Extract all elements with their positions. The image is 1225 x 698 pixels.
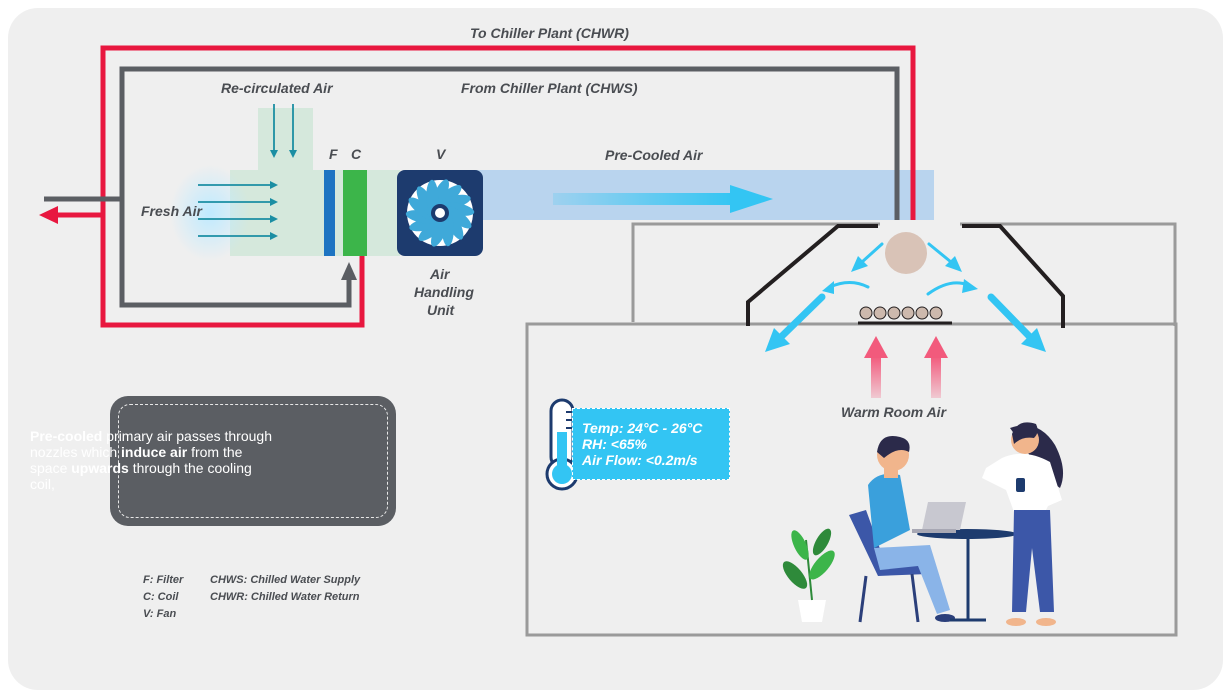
beam-nozzle <box>885 232 927 274</box>
standing-person-illustration <box>982 422 1064 626</box>
cool-air-arrows <box>765 242 1046 352</box>
ahu-label-line2: Handling <box>414 284 474 300</box>
to-chiller-plant-label: To Chiller Plant (CHWR) <box>470 25 629 41</box>
desk-illustration <box>912 502 1017 622</box>
callout-bold-induce: induce air <box>121 444 188 460</box>
fan-blade <box>426 179 439 214</box>
callout-bold-upwards: upwards <box>71 460 129 476</box>
ceiling-void-outline <box>631 222 1177 326</box>
from-chiller-plant-label: From Chiller Plant (CHWS) <box>461 80 638 96</box>
callout-bold-precooled: Pre-cooled <box>30 428 103 444</box>
readout-temp: Temp: 24°C - 26°C <box>582 420 703 436</box>
ahu-label-line1: Air <box>430 266 450 282</box>
fresh-air-glow <box>170 165 250 261</box>
supply-arrow-up <box>341 262 357 280</box>
room-conditions-readout <box>572 408 730 480</box>
return-pipe-chwr <box>100 45 916 328</box>
beam-coil <box>859 306 943 320</box>
callout-text-part2: primary air passes through nozzles which <box>30 428 272 460</box>
legend-coil: C: Coil <box>143 591 179 603</box>
callout-text: Pre-cooled primary air passes through no… <box>30 428 275 492</box>
callout-dashed-border <box>118 404 388 518</box>
seated-person-illustration <box>849 436 955 623</box>
fan-icon <box>405 179 475 247</box>
legend-fan: V: Fan <box>143 608 177 620</box>
readout-airflow: Air Flow: <0.2m/s <box>582 452 698 468</box>
explanation-callout <box>110 396 396 526</box>
pre-cooled-arrow-shaft <box>553 193 733 205</box>
filter-letter: F <box>329 146 338 162</box>
pre-cooled-arrow-head <box>730 185 773 213</box>
callout-text-part6: through the cooling coil, <box>30 460 252 492</box>
fan-letter: V <box>436 146 446 162</box>
recirculated-air-label: Re-circulated Air <box>221 80 333 96</box>
readout-rh: RH: <65% <box>582 436 647 452</box>
fresh-air-label: Fresh Air <box>141 203 202 219</box>
pre-cooled-air-label: Pre-Cooled Air <box>605 147 703 163</box>
coil-letter: C <box>351 146 362 162</box>
legend-chws: CHWS: Chilled Water Supply <box>210 574 361 586</box>
room-outline <box>525 322 1178 637</box>
cooling-coil <box>343 170 367 256</box>
warm-room-air-arrows <box>864 336 948 398</box>
supply-pipe-chws <box>119 66 900 308</box>
recirculated-inlet <box>258 108 313 172</box>
ahu-label-line3: Unit <box>427 302 455 318</box>
filter <box>324 170 335 256</box>
warm-room-air-label: Warm Room Air <box>841 404 947 420</box>
legend-filter: F: Filter <box>143 574 184 586</box>
fresh-air-arrows <box>198 181 278 240</box>
chilled-beam-left-housing <box>746 224 878 326</box>
chilled-beam-right-housing <box>962 224 1065 328</box>
recirculated-air-arrows <box>270 104 297 158</box>
callout-text-part4: from the space <box>30 444 243 476</box>
return-outlet-arrow <box>39 206 58 224</box>
plant-icon <box>782 528 835 622</box>
legend-chwr: CHWR: Chilled Water Return <box>210 591 360 603</box>
